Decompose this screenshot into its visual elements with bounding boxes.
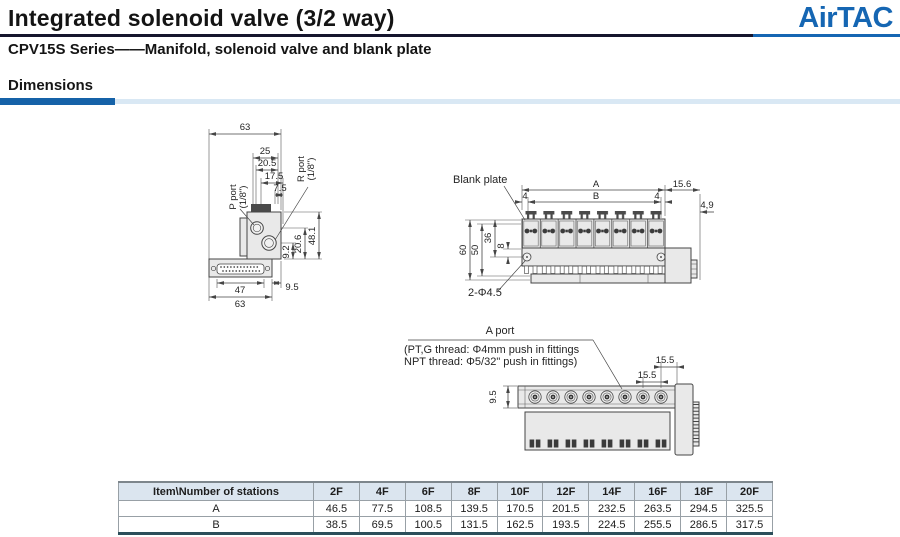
front-view-dim-lines (468, 185, 714, 292)
table-header-6f: 6F (404, 481, 452, 501)
table-header-8f: 8F (450, 481, 498, 501)
dim-15-5-pitch: 15.5 (638, 370, 657, 381)
logo-underline (753, 34, 900, 37)
side-view-drawing: 63 25 20.5 17.5 7.5 P port (1/8") R port… (208, 122, 322, 310)
dim-47: 47 (235, 285, 246, 296)
row-b-item: B (118, 516, 314, 534)
dim-36-label: 8 (496, 243, 507, 248)
dim-a: A (593, 179, 600, 190)
coil-top (251, 204, 271, 212)
table-row-b: B 38.5 69.5 100.5 131.5 162.5 193.5 224.… (118, 516, 773, 534)
dimensions-table: Item\Number of stations 2F 4F 6F 8F 10F … (118, 481, 773, 535)
table-header-10f: 10F (496, 481, 544, 501)
dim-4-right: 4 (654, 191, 659, 202)
mounting-holes-label: 2-Φ4.5 (468, 287, 502, 299)
dim-9-5-side: 9.5 (285, 282, 298, 293)
p-port-thread-label: (1/8") (238, 186, 249, 209)
r-port-thread-label: (1/8") (306, 158, 317, 181)
dim-15-5-end: 15.5 (656, 355, 675, 366)
thread-note-line2: NPT thread: Φ5/32" push in fittings) (404, 356, 577, 368)
dim-20-6: 20.6 (293, 235, 304, 254)
row-a-item: A (118, 500, 314, 517)
front-view-drawing: Blank plate A 15.6 B 4 4 4,9 60 50 36 8 … (453, 174, 714, 299)
table-header-item: Item\Number of stations (118, 481, 314, 501)
top-view-drawing: A port (PT,G thread: Φ4mm push in fittin… (404, 325, 700, 456)
dim-9-2: 9.2 (281, 245, 292, 258)
dsub-screw-right (264, 265, 271, 272)
top-view-extension-lines (503, 362, 678, 409)
dim-63-top: 63 (240, 122, 251, 133)
side-view-body (208, 204, 282, 278)
dim-20-5: 20.5 (258, 158, 277, 169)
dsub-screw-left (210, 265, 217, 272)
dim-63-bottom: 63 (235, 299, 246, 310)
table-header-2f: 2F (313, 481, 360, 501)
side-view-dim-lines (209, 132, 321, 299)
r-port-hole (261, 235, 277, 251)
table-header-20f: 20F (726, 481, 773, 501)
header-rule (0, 34, 900, 37)
a-port-fittings (526, 389, 670, 406)
manifold-base (521, 247, 666, 267)
dim-48-1: 48.1 (307, 227, 318, 246)
section-accent-bar (0, 98, 115, 105)
airtac-logo: AirTAC (798, 2, 893, 34)
dim-15-6: 15.6 (673, 179, 692, 190)
table-header-12f: 12F (542, 481, 590, 501)
table-header-16f: 16F (634, 481, 682, 501)
thread-note-line1: (PT,G thread: Φ4mm push in fittings (404, 344, 580, 356)
r-port-label: R port (296, 156, 307, 182)
manifold-feet (522, 266, 665, 274)
base-plate (530, 273, 679, 284)
dim-25: 25 (260, 146, 271, 157)
dim-9-5-top: 9.5 (488, 390, 499, 403)
dim-4-9: 4,9 (700, 200, 713, 211)
section-accent-band (115, 99, 900, 104)
top-view-body (517, 383, 700, 456)
table-header-14f: 14F (588, 481, 636, 501)
dim-b: B (593, 191, 599, 202)
dim-8-label: 36 (483, 233, 494, 244)
end-connector-block (674, 383, 694, 456)
table-header-4f: 4F (358, 481, 406, 501)
valve-body (246, 211, 282, 260)
series-subtitle: CPV15S Series——Manifold, solenoid valve … (8, 41, 432, 58)
dim-7-5: 7.5 (273, 183, 286, 194)
top-view-dim-lines (408, 339, 684, 409)
table-header-row: Item\Number of stations 2F 4F 6F 8F 10F … (118, 481, 773, 501)
table-row-a: A 46.5 77.5 108.5 139.5 170.5 201.5 232.… (118, 500, 773, 517)
front-view-body (521, 211, 698, 284)
dim-60: 60 (458, 245, 469, 256)
a-port-label: A port (486, 325, 515, 337)
p-port-label: P port (228, 184, 239, 210)
dimensions-heading: Dimensions (8, 77, 94, 94)
dsub-socket (216, 263, 265, 275)
valve-stations (522, 211, 665, 248)
blank-plate-label: Blank plate (453, 174, 507, 186)
end-block (664, 247, 692, 284)
dim-4-left: 4 (522, 191, 527, 202)
page-title: Integrated solenoid valve (3/2 way) (8, 5, 395, 31)
connector-ribs (692, 401, 700, 447)
table-header-18f: 18F (680, 481, 728, 501)
side-tab (239, 217, 248, 257)
dim-50: 50 (470, 245, 481, 256)
dim-17-5: 17.5 (265, 171, 284, 182)
station-slots (526, 439, 670, 449)
